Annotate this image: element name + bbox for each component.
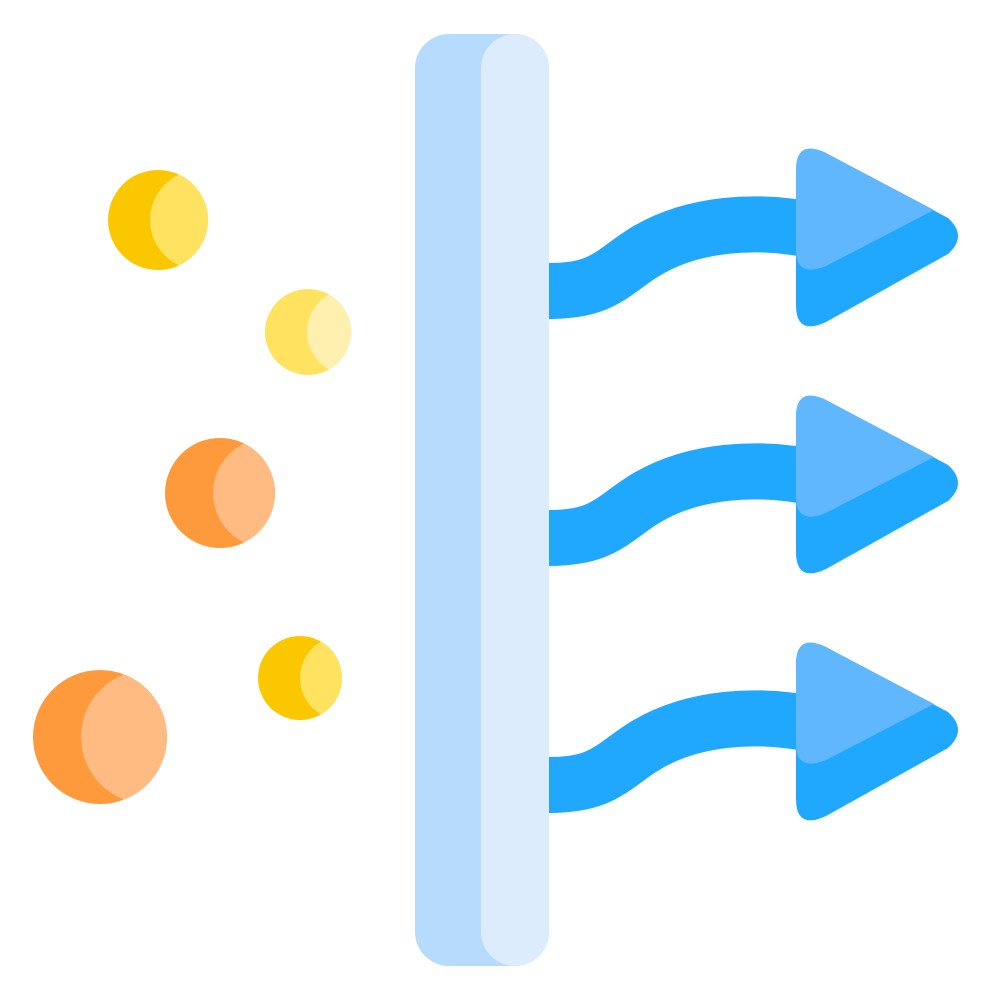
arrow-middle-icon	[548, 395, 958, 574]
particle-orange-large-icon	[33, 670, 167, 804]
arrows-group	[548, 148, 958, 821]
particle-yellow-large-icon	[108, 170, 208, 270]
particles-group	[33, 170, 351, 804]
particle-yellow-small-icon	[258, 636, 342, 720]
particle-yellow-pale-icon	[265, 289, 351, 375]
particle-orange-medium-icon	[165, 438, 275, 548]
membrane	[415, 34, 549, 966]
arrow-top-icon	[548, 148, 958, 327]
arrow-bottom-icon	[548, 642, 958, 821]
